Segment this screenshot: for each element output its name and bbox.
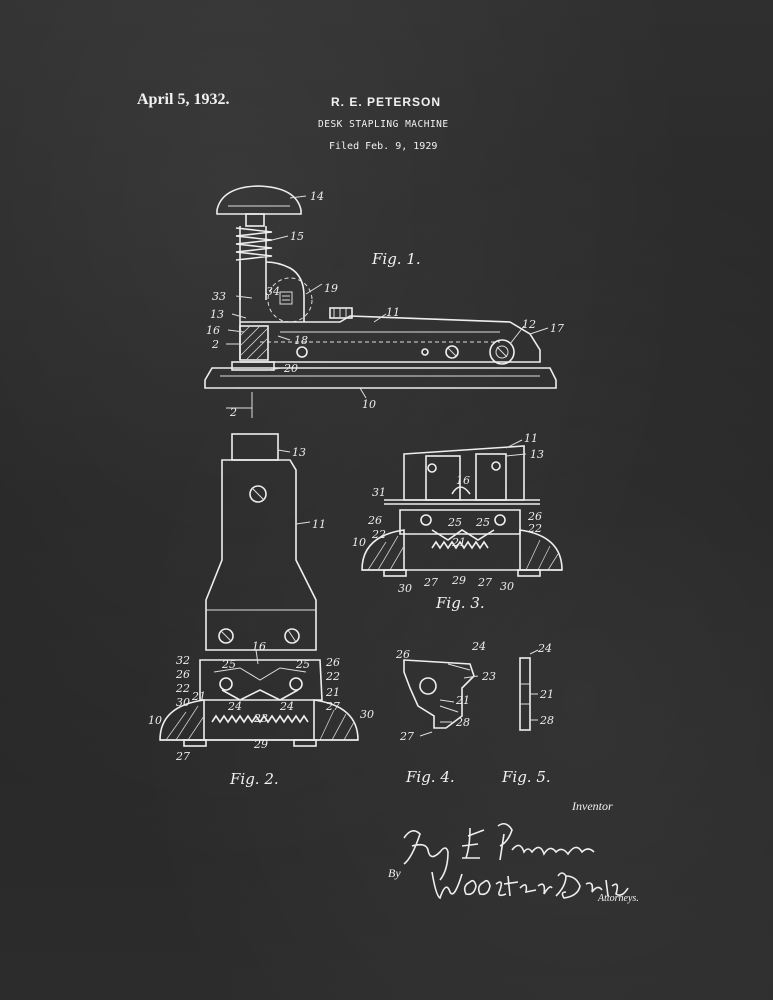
svg-text:17: 17	[550, 322, 564, 335]
svg-text:21: 21	[451, 536, 466, 549]
svg-text:26: 26	[367, 514, 382, 527]
svg-text:20: 20	[283, 362, 298, 375]
fig5-side-part: 24 21 28	[519, 642, 554, 731]
svg-text:27: 27	[175, 750, 190, 763]
svg-text:24: 24	[227, 700, 242, 713]
svg-text:26: 26	[175, 668, 190, 681]
svg-text:13: 13	[292, 446, 306, 459]
svg-text:33: 33	[212, 290, 226, 303]
fig2-stapler-front-view: 13 11 16 32 26 22 30 21 10 25 25 26 22 2…	[148, 433, 374, 763]
svg-text:11: 11	[386, 306, 400, 319]
svg-text:24: 24	[471, 640, 486, 653]
svg-text:13: 13	[530, 448, 544, 461]
svg-text:21: 21	[191, 690, 206, 703]
svg-text:25: 25	[447, 516, 462, 529]
svg-text:34: 34	[266, 285, 280, 298]
inventor-role-label: Inventor	[572, 799, 613, 813]
svg-text:28: 28	[539, 714, 554, 727]
svg-text:14: 14	[310, 190, 324, 203]
svg-text:31: 31	[372, 486, 386, 499]
svg-text:15: 15	[290, 230, 304, 243]
fig3-label: Fig. 3.	[436, 594, 485, 612]
svg-text:25: 25	[295, 658, 310, 671]
fig1-stapler-side-view: 14 15 19 33 34 13 16 2 18 11 12 17 20 10…	[204, 185, 564, 419]
svg-text:12: 12	[522, 318, 536, 331]
attorney-signature	[431, 871, 629, 900]
svg-text:21: 21	[325, 686, 340, 699]
svg-text:13: 13	[210, 308, 224, 321]
fig5-label: Fig. 5.	[502, 768, 551, 786]
svg-text:27: 27	[423, 576, 438, 589]
svg-text:30: 30	[360, 708, 374, 721]
filed-date: Filed Feb. 9, 1929	[329, 141, 438, 152]
fig4-jaw-part: 26 24 23 21 28 27	[395, 640, 496, 743]
svg-text:32: 32	[176, 654, 190, 667]
fig4-label: Fig. 4.	[406, 768, 455, 786]
fig2-label: Fig. 2.	[230, 770, 279, 788]
svg-text:19: 19	[324, 282, 338, 295]
svg-text:30: 30	[398, 582, 412, 595]
svg-text:2: 2	[211, 338, 219, 351]
svg-text:22: 22	[175, 682, 190, 695]
svg-text:24: 24	[537, 642, 552, 655]
svg-text:22: 22	[371, 528, 386, 541]
svg-text:28: 28	[455, 716, 470, 729]
svg-text:23: 23	[253, 712, 268, 725]
svg-text:16: 16	[456, 474, 470, 487]
svg-text:11: 11	[524, 432, 538, 445]
patent-date: April 5, 1932.	[137, 91, 230, 108]
svg-text:21: 21	[455, 694, 470, 707]
svg-text:11: 11	[312, 518, 326, 531]
svg-text:26: 26	[527, 510, 542, 523]
svg-text:30: 30	[176, 696, 190, 709]
patent-title: DESK STAPLING MACHINE	[318, 119, 449, 130]
svg-text:10: 10	[352, 536, 366, 549]
svg-text:27: 27	[477, 576, 492, 589]
attorneys-label: Attorneys.	[598, 893, 639, 904]
inventor-name-header: R. E. PETERSON	[331, 95, 442, 109]
svg-text:10: 10	[362, 398, 376, 411]
fig1-label: Fig. 1.	[372, 250, 421, 268]
svg-text:26: 26	[395, 648, 410, 661]
svg-text:25: 25	[475, 516, 490, 529]
svg-text:16: 16	[252, 640, 266, 653]
svg-text:26: 26	[325, 656, 340, 669]
by-label: By	[388, 866, 401, 880]
svg-text:2: 2	[229, 406, 237, 419]
svg-text:23: 23	[481, 670, 496, 683]
svg-text:18: 18	[294, 334, 308, 347]
svg-text:22: 22	[325, 670, 340, 683]
svg-text:29: 29	[451, 574, 466, 587]
svg-text:22: 22	[527, 522, 542, 535]
svg-text:30: 30	[500, 580, 514, 593]
svg-text:16: 16	[206, 324, 220, 337]
fig3-section-view: 11 13 16 31 26 22 10 25 25 26 22 21 30 2…	[352, 432, 563, 595]
svg-text:10: 10	[148, 714, 162, 727]
inventor-signature	[403, 822, 595, 881]
svg-text:24: 24	[279, 700, 294, 713]
svg-text:29: 29	[253, 738, 268, 751]
svg-text:25: 25	[221, 658, 236, 671]
svg-text:21: 21	[539, 688, 554, 701]
svg-text:27: 27	[325, 700, 340, 713]
svg-text:27: 27	[399, 730, 414, 743]
